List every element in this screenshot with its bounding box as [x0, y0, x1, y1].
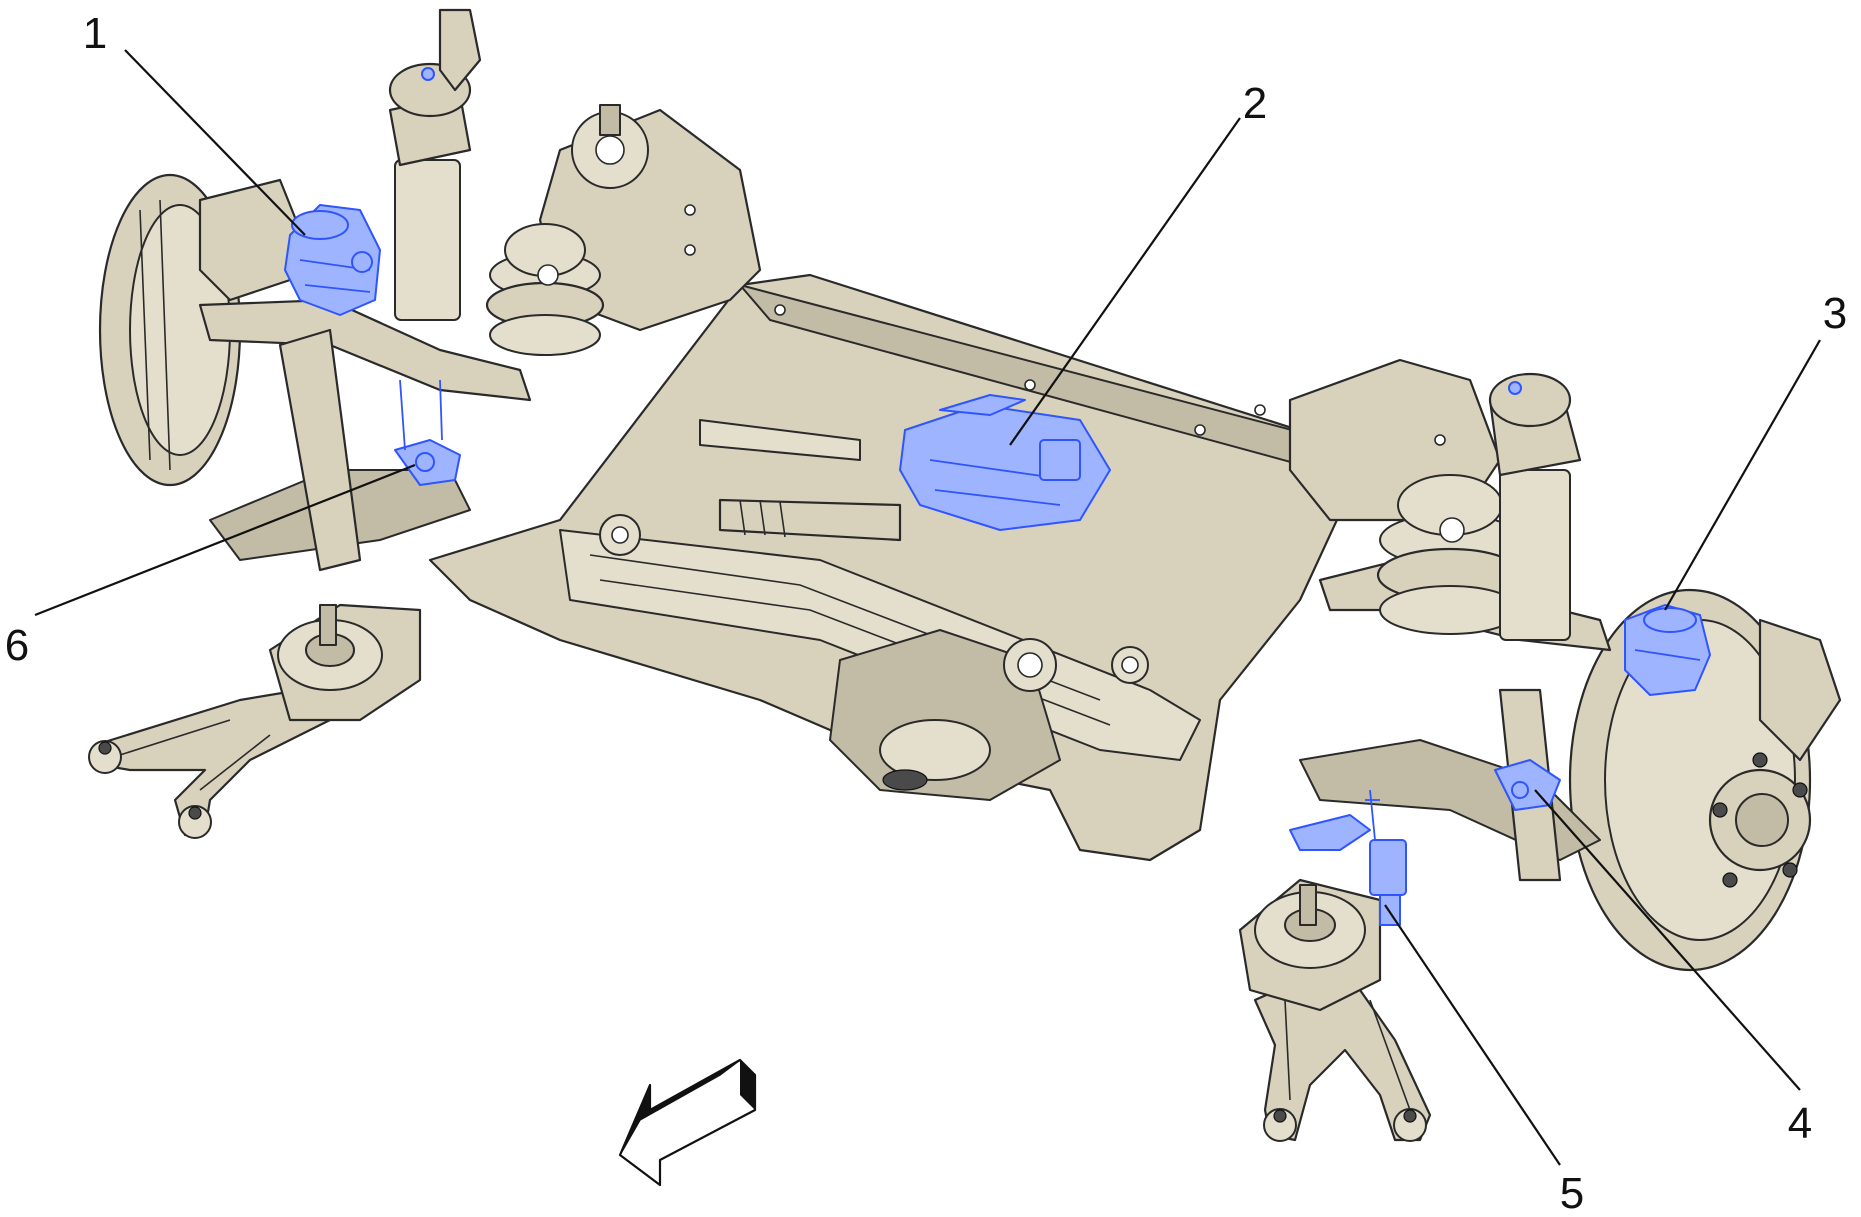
- callout-6: 6: [5, 621, 29, 670]
- right-mount-bracket: [1253, 978, 1432, 1142]
- leader-5: [1384, 904, 1561, 1166]
- component-6-inner-sensor: [394, 379, 461, 486]
- callout-2: 2: [1243, 79, 1267, 128]
- front-direction-arrow: [618, 1058, 757, 1187]
- component-4-sensor: [1494, 759, 1561, 811]
- component-5-height-sensor: [1289, 789, 1407, 926]
- leader-1: [124, 49, 306, 236]
- leader-6: [34, 463, 416, 617]
- callout-1: 1: [83, 9, 107, 58]
- callout-labels: 1 2 3 4 5 6: [5, 9, 1847, 1217]
- leader-4: [1534, 789, 1801, 1091]
- left-coil-spring: [485, 223, 605, 356]
- right-wheel-assembly: [1299, 372, 1842, 972]
- right-shock-absorber: [1488, 372, 1582, 641]
- callout-5: 5: [1560, 1169, 1584, 1217]
- component-2-control-module: [899, 394, 1111, 531]
- left-wheel-assembly: [98, 8, 902, 572]
- callout-3: 3: [1823, 289, 1847, 338]
- component-3-right-actuator: [1624, 604, 1711, 696]
- leader-lines: [34, 49, 1821, 1166]
- leader-3: [1664, 339, 1821, 611]
- subframe: [268, 104, 1502, 1012]
- leader-2: [1009, 117, 1241, 446]
- left-shock-absorber: [388, 8, 482, 321]
- callout-4: 4: [1788, 1099, 1812, 1148]
- left-mount-bracket: [88, 688, 332, 839]
- component-1-left-actuator: [284, 204, 381, 316]
